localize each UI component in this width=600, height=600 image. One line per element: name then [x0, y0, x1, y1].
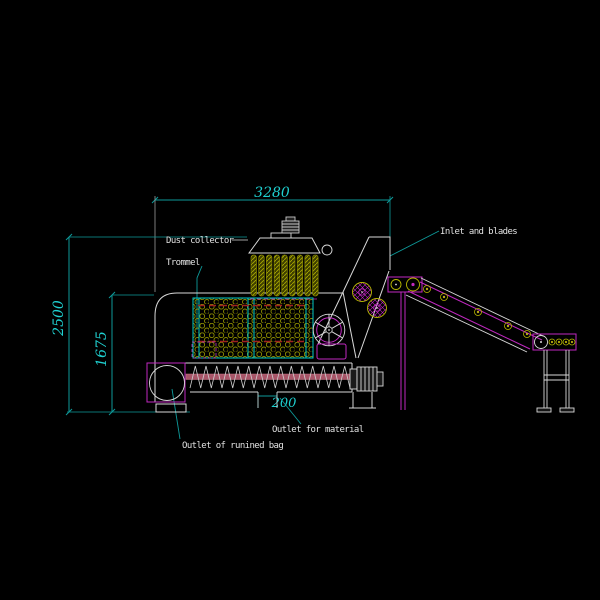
- dim-width-value: 3280: [254, 185, 290, 201]
- dimension-body-height: [108, 291, 154, 416]
- leader-outlet-material: [279, 397, 302, 425]
- trommel-drum: [191, 297, 314, 359]
- dim-height-value: 2500: [51, 300, 67, 337]
- label-inlet-blades: Inlet and blades: [440, 227, 517, 237]
- dust-collector-motor: [281, 216, 300, 234]
- conveyor-stand: [536, 350, 575, 413]
- belt-rollers: [423, 285, 531, 338]
- screw-motor: [349, 366, 384, 392]
- inclined-conveyor: [387, 276, 577, 410]
- leader-inlet: [389, 230, 440, 257]
- label-dust-collector: Dust collector: [166, 236, 235, 246]
- dim-body-height-value: 1675: [94, 331, 110, 367]
- dust-collector: [248, 216, 333, 300]
- inlet-blade-rollers: [352, 282, 387, 318]
- dimension-overall-width: [151, 196, 394, 292]
- label-outlet-bag: Outlet of runined bag: [182, 441, 283, 451]
- screw-conveyor: [185, 365, 353, 389]
- dust-collector-port: [321, 244, 333, 256]
- leader-outlet-bag: [171, 388, 181, 440]
- filter-bags: [250, 254, 319, 297]
- fan-rotor: [312, 313, 347, 360]
- ruined-bag-outlet: [146, 362, 186, 403]
- dim-outlet-value: 200: [271, 396, 297, 411]
- label-outlet-material: Outlet for material: [272, 425, 364, 435]
- label-trommel: Trommel: [166, 258, 200, 268]
